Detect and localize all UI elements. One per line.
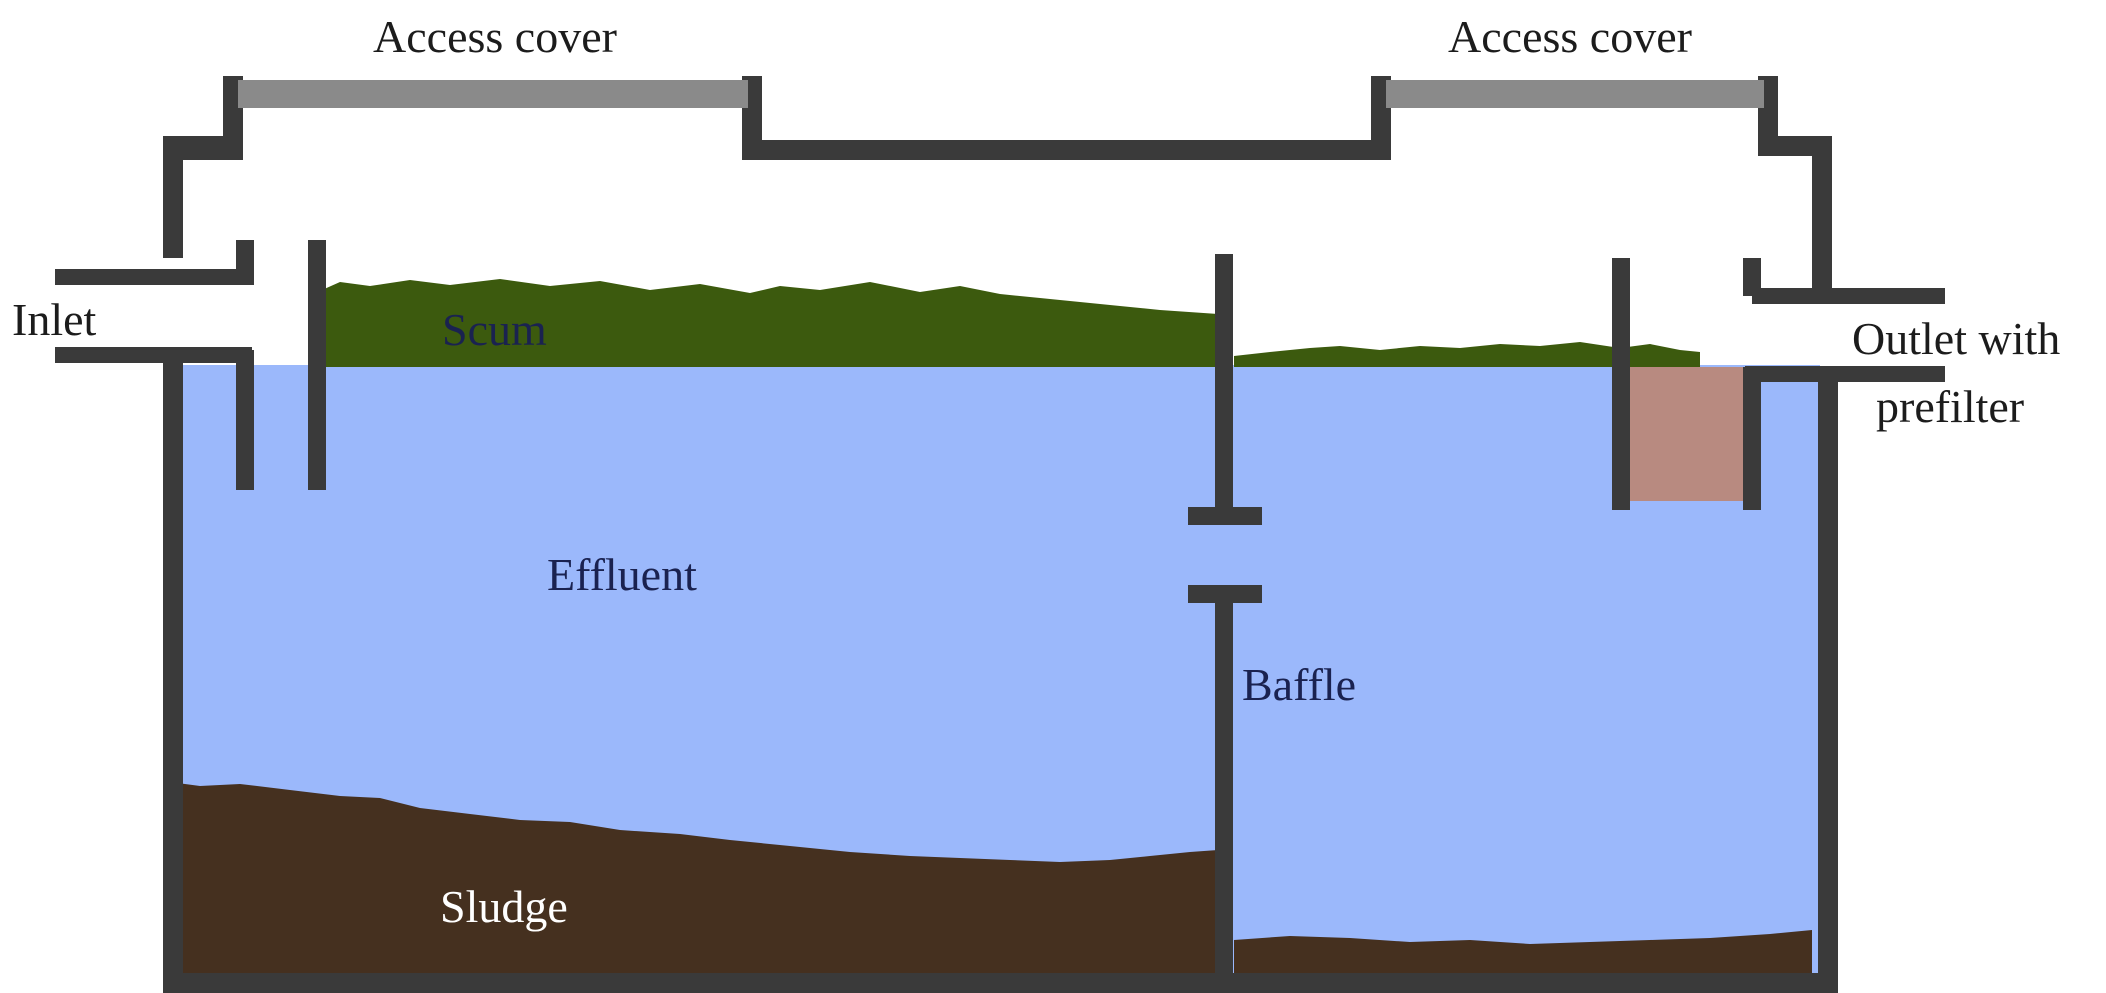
access-cover-left-label: Access cover — [373, 11, 617, 62]
sludge-left-layer — [170, 782, 1218, 973]
baffle-label: Baffle — [1242, 659, 1356, 710]
sludge-right-layer — [1234, 930, 1812, 973]
outlet-label-line2: prefilter — [1876, 381, 2024, 432]
inlet-label: Inlet — [12, 294, 97, 345]
tank-body-walls — [163, 355, 1838, 993]
prefilter-box — [1630, 367, 1750, 501]
scum-right-layer — [1234, 342, 1700, 367]
access-cover-left — [238, 80, 748, 108]
tank-middle-top — [742, 76, 1391, 160]
tank-right-top — [1758, 76, 1832, 296]
scum-left-layer — [322, 279, 1218, 367]
sludge-label: Sludge — [440, 881, 568, 932]
access-cover-right — [1386, 80, 1764, 108]
access-cover-right-label: Access cover — [1448, 11, 1692, 62]
effluent-label: Effluent — [547, 549, 697, 600]
tank-top-outline — [163, 76, 243, 258]
outlet-label-line1: Outlet with — [1852, 313, 2060, 364]
scum-label: Scum — [442, 304, 547, 355]
